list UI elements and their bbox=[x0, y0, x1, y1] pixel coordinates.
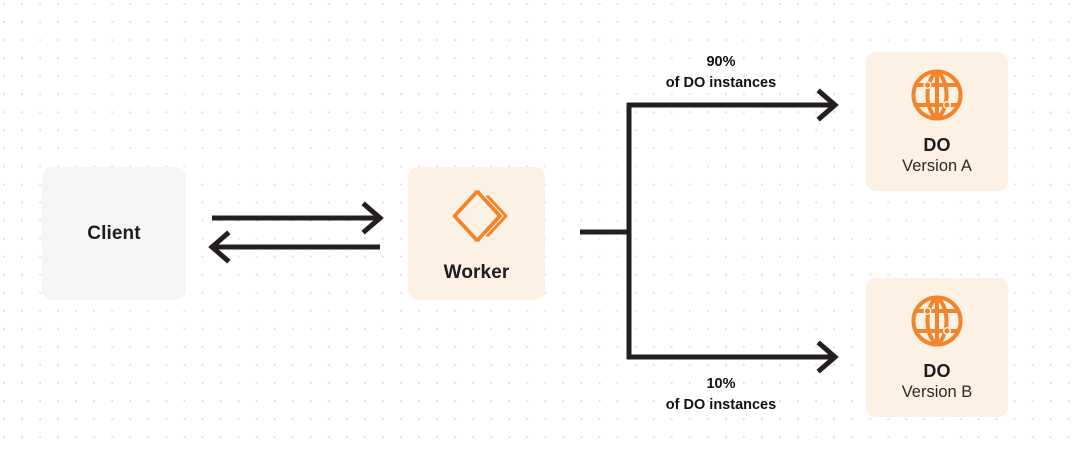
cloudflare-workers-logo-icon bbox=[445, 184, 509, 248]
node-client[interactable]: Client bbox=[42, 167, 186, 300]
edge-label-do-a-caption: of DO instances bbox=[665, 74, 777, 91]
globe-icon bbox=[908, 292, 966, 350]
node-worker-label: Worker bbox=[443, 261, 510, 283]
node-worker[interactable]: Worker bbox=[408, 167, 545, 300]
node-do-version-a[interactable]: DO Version A bbox=[866, 52, 1008, 191]
node-do-version-b-sublabel: Version B bbox=[901, 383, 973, 402]
node-do-version-a-sublabel: Version A bbox=[902, 157, 972, 176]
node-client-label: Client bbox=[87, 222, 141, 244]
edge-label-do-a-percent: 90% bbox=[706, 54, 736, 70]
edge-label-do-b-percent: 10% bbox=[706, 376, 736, 392]
edge-label-do-b-caption: of DO instances bbox=[665, 396, 777, 413]
edge-to-do-b bbox=[627, 340, 839, 374]
edge-worker-to-client bbox=[208, 230, 380, 264]
edge-client-to-worker bbox=[212, 201, 384, 235]
edge-to-do-a bbox=[627, 88, 839, 122]
node-do-version-b-label: DO bbox=[923, 360, 951, 381]
edge-label-do-b: 10% of DO instances bbox=[611, 374, 831, 415]
edge-label-do-a: 90% of DO instances bbox=[611, 52, 831, 93]
node-do-version-a-label: DO bbox=[923, 134, 951, 155]
node-do-version-b[interactable]: DO Version B bbox=[866, 278, 1008, 417]
globe-icon bbox=[908, 66, 966, 124]
